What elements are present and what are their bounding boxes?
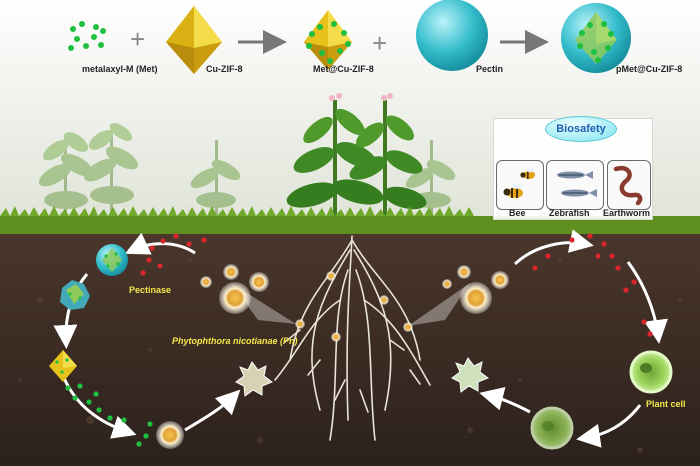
met-at-cu-zif-8-label: Met@Cu-ZIF-8 xyxy=(313,64,374,74)
released-crystal xyxy=(49,350,77,382)
left-pn-spores xyxy=(156,264,269,449)
left-green-dots xyxy=(65,383,153,447)
grass-strip xyxy=(0,216,700,236)
zebrafish-icon xyxy=(557,171,597,197)
plant-cell-label: Plant cell xyxy=(646,399,686,409)
zebrafish-tile xyxy=(546,160,604,210)
plus-sign-2: + xyxy=(372,28,387,58)
pectin-label: Pectin xyxy=(476,64,504,74)
right-dead-spore xyxy=(451,357,490,393)
cu-zif-8-label: Cu-ZIF-8 xyxy=(206,64,243,74)
pectinase-label: Pectinase xyxy=(129,285,172,295)
right-cycle-arrows xyxy=(479,229,668,448)
pmet-at-cu-zif-8-particle xyxy=(561,3,631,73)
earthworm-label: Earthworm xyxy=(603,208,651,218)
plus-sign-1: + xyxy=(130,24,145,54)
pathogen-label: Phytophthora nicotianae (Pn) xyxy=(172,336,298,346)
cu-zif-8-crystal xyxy=(166,6,222,74)
met-label: metalaxyl-M (Met) xyxy=(82,64,158,74)
right-pn-spores xyxy=(442,265,509,314)
left-dead-spore xyxy=(235,361,274,397)
plant-cells xyxy=(530,350,673,450)
left-red-dots xyxy=(140,233,207,276)
bee-tile xyxy=(496,160,544,210)
met-molecules xyxy=(68,21,106,51)
root-spores xyxy=(295,271,413,342)
earthworm-icon xyxy=(613,165,643,206)
root-system xyxy=(274,235,431,441)
tobacco-plants xyxy=(286,93,427,225)
biosafety-title: Biosafety xyxy=(545,116,617,142)
plant-left-2 xyxy=(83,123,139,220)
bee-label: Bee xyxy=(509,208,526,218)
pectin-sphere xyxy=(416,0,488,71)
soil-texture xyxy=(18,258,682,453)
degraded-particle xyxy=(60,280,90,310)
pmet-at-cu-zif-8-label: pMet@Cu-ZIF-8 xyxy=(616,64,683,74)
zoom-cone-right xyxy=(408,283,470,326)
earthworm-tile xyxy=(607,160,651,210)
right-red-dots xyxy=(532,233,653,337)
met-at-cu-zif-8-crystal xyxy=(304,10,352,70)
zebrafish-label: Zebrafish xyxy=(549,208,590,218)
plant-mid-left xyxy=(190,140,241,220)
left-pmet-particle xyxy=(96,244,128,276)
plant-left-1 xyxy=(38,132,94,220)
bee-icon xyxy=(503,167,535,198)
